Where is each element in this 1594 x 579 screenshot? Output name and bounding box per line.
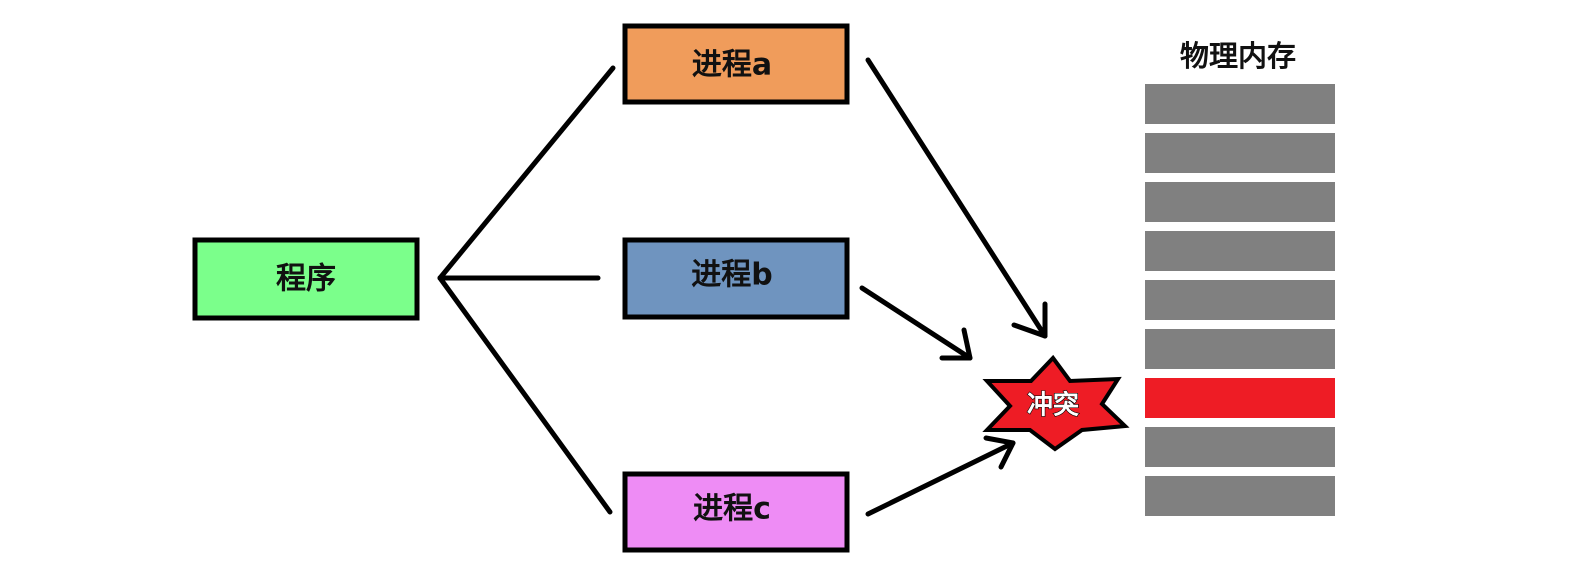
process-b-node: 进程b [622, 237, 850, 320]
process-b-label: 进程b [691, 258, 772, 293]
memory-title: 物理内存 [1180, 39, 1296, 73]
process-a-label: 进程a [692, 48, 772, 83]
arrow-process-c-to-conflict [865, 435, 1016, 517]
process-c-label: 进程c [693, 492, 771, 527]
memory-block [1145, 84, 1335, 124]
memory-block [1145, 427, 1335, 467]
memory-block [1145, 133, 1335, 173]
memory-block [1145, 476, 1335, 516]
edge-program-to-process-a [437, 65, 616, 281]
conflict-burst-icon [982, 354, 1130, 452]
conflict-burst: 冲突 [982, 354, 1130, 452]
arrow-process-b-to-conflict [859, 285, 973, 361]
process-c-node: 进程c [622, 471, 850, 553]
memory-block [1145, 231, 1335, 271]
memory-block-conflict [1145, 378, 1335, 418]
edge-program-to-process-c [437, 275, 613, 515]
arrow-process-a-to-conflict [865, 57, 1048, 339]
memory-block [1145, 329, 1335, 369]
program-label: 程序 [276, 262, 336, 297]
memory-block [1145, 182, 1335, 222]
memory-block [1145, 280, 1335, 320]
memory-block-list [1145, 84, 1335, 516]
program-node: 程序 [192, 237, 420, 321]
process-a-node: 进程a [622, 23, 850, 105]
conflict-label: 冲突 [1027, 390, 1079, 421]
